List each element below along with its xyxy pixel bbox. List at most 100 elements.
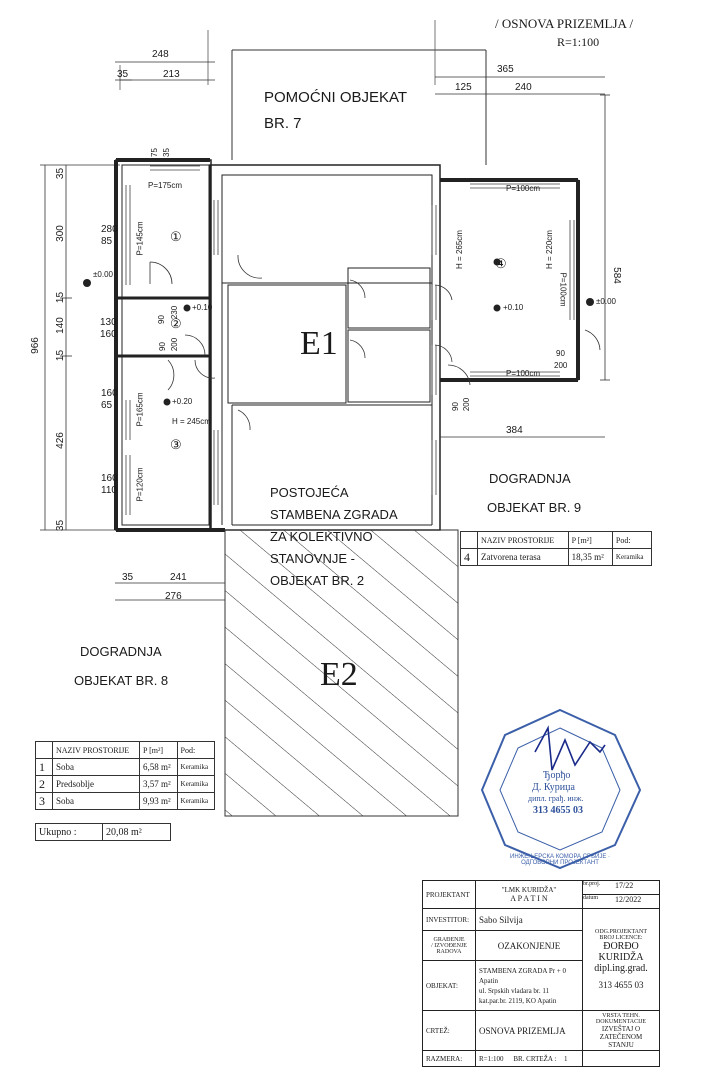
cell-p: 3,57 m² [138, 775, 178, 793]
tb-projektant-value: "LMK KURIDŽA" A P A T I N [475, 880, 583, 909]
dim-door-90c: 90 [556, 349, 565, 358]
table-row: 2 Predsoblje 3,57 m² Keramika [35, 775, 216, 793]
dim-left-15b: 15 [55, 349, 67, 362]
dim-door-90a: 90 [156, 315, 166, 324]
level-010-terrace: +0.10 [503, 303, 524, 312]
tb-razmera-value: R=1:100 [479, 1054, 504, 1063]
dim-top-35: 35 [117, 69, 129, 80]
table-row: Ukupno : 20,08 m² [35, 823, 171, 841]
bottom-dimension-lines [115, 582, 225, 601]
tb-razmera-label: RAZMERA: [422, 1050, 476, 1067]
level-010-hall: +0.10 [192, 303, 213, 312]
cell-naziv: Predsoblje [52, 775, 140, 793]
tb-objekat-l2: Apatin [479, 976, 499, 985]
room-table-main: NAZIV PROSTORIJE P [m²] Pod: 1 Soba 6,58… [35, 741, 216, 810]
dim-top-365: 365 [497, 64, 514, 75]
dim-top-240: 240 [515, 82, 532, 93]
tb-projektant-name: "LMK KURIDŽA" [501, 886, 557, 894]
parapet-145: P=145cm [135, 221, 145, 256]
table-row: 1 Soba 6,58 m² Keramika [35, 758, 216, 776]
room-table-main-header: NAZIV PROSTORIJE P [m²] Pod: [35, 741, 216, 759]
level-000-left: ±0.00 [93, 270, 113, 279]
level-markers [83, 258, 594, 406]
dim-75: 75 [149, 148, 159, 157]
dogradnja8-line1: DOGRADNJA [80, 644, 162, 659]
tb-objekat-l4: kat.par.br. 2119, KO Apatin [479, 996, 557, 1005]
col-pod: Pod: [611, 531, 653, 549]
total-value: 20,08 m² [102, 823, 171, 841]
tb-crtez-label: CRTEŽ: [422, 1010, 476, 1051]
col-naziv: NAZIV PROSTORIJE [477, 531, 569, 549]
tb-vrsta-l3: IZVEŠTAJ O ZATEČENOM [599, 1024, 643, 1041]
col-pod: Pod: [176, 741, 216, 759]
cell-p: 18,35 m² [567, 548, 613, 566]
table-row: 3 Soba 9,93 m² Keramika [35, 792, 216, 810]
stamp-ring-text: ИНЖЕЊЕРСКА КОМОРА СРБИЈЕ · ОДГОВОРНИ ПРО… [510, 854, 610, 866]
parapet-120: P=120cm [135, 467, 145, 502]
dim-door-90d: 90 [450, 402, 460, 411]
parapet-165: P=165cm [135, 392, 145, 427]
title-block: PROJEKTANT "LMK KURIDŽA" A P A T I N br.… [422, 880, 660, 1067]
tb-odg-name1: ĐORĐO [603, 941, 639, 952]
parapet-175: P=175cm [148, 181, 183, 190]
pomocni-objekat-outline [231, 49, 487, 165]
cell-p: 6,58 m² [138, 758, 178, 776]
right-dimension-lines [440, 94, 610, 438]
tb-vrsta-l4: STANJU [608, 1040, 634, 1049]
dim-left-15a: 15 [55, 291, 67, 304]
stamp-line3: дипл. грађ. инж. [528, 794, 584, 803]
postojeca-line4: STANOVNJE - [270, 551, 355, 566]
dim-110: 110 [101, 485, 117, 496]
dim-130: 130 [100, 317, 117, 328]
dim-top-213: 213 [163, 69, 180, 80]
dim-85: 85 [101, 236, 113, 247]
e2-hatched-area [224, 529, 459, 817]
tb-brproj-value: 17/22 [615, 881, 634, 890]
dim-left-35a: 35 [55, 167, 67, 180]
stamp-line1: Ђорђо [543, 770, 571, 781]
tb-gradjenje-label: GRAĐENJE / IZVOĐENJE RADOVA [422, 930, 476, 961]
pomocni-objekat-label: POMOĆNI OBJEKAT [264, 89, 408, 106]
cell-naziv: Soba [52, 758, 140, 776]
room-table-terrace: NAZIV PROSTORIJE P [m²] Pod: 4 Zatvorena… [460, 531, 653, 566]
tb-gradjenje-l1: GRAĐENJE [433, 936, 465, 943]
parapet-100-bottom: P=100cm [506, 369, 541, 378]
dim-160c: 160 [101, 473, 118, 484]
tb-datum-value: 12/2022 [615, 895, 642, 904]
tb-brcrteza-value: 1 [564, 1054, 568, 1063]
dim-left-426: 426 [54, 432, 66, 449]
room-marker-4: ④ [495, 256, 507, 271]
dim-top-125: 125 [455, 82, 472, 93]
sheet-title: / OSNOVA PRIZEMLJA / [495, 16, 634, 31]
pomocni-objekat-number: BR. 7 [264, 115, 302, 132]
total-label: Ukupno : [35, 823, 103, 841]
tb-gradjenje-l3: RADOVA [436, 948, 462, 955]
dim-bottom-276: 276 [165, 591, 182, 602]
tb-projektant-city: A P A T I N [510, 894, 548, 903]
dim-bottom-35: 35 [122, 572, 134, 583]
tb-objekat-l3: ul. Srpskih vladara br. 11 [479, 986, 550, 995]
stamp-line2: Д. Куриџа [532, 782, 575, 793]
engineer-stamp [480, 708, 642, 870]
cell-pod: Keramika [611, 548, 653, 566]
height-220: H = 220cm [544, 230, 554, 269]
dim-160b: 160 [101, 388, 118, 399]
cell-pod: Keramika [176, 775, 216, 793]
dim-35-top: 35 [161, 148, 171, 157]
table-row: 4 Zatvorena terasa 18,35 m² Keramika [460, 548, 653, 566]
dim-door-200b: 200 [554, 361, 568, 370]
room-table-total: Ukupno : 20,08 m² [35, 823, 171, 841]
cell-num: 1 [35, 758, 53, 776]
tb-projektant-label: PROJEKTANT [422, 880, 476, 909]
room-marker-2: ② [170, 316, 182, 331]
level-020: +0.20 [172, 397, 193, 406]
tb-vrsta-l2: DOKUMENTACIJE [595, 1018, 647, 1025]
dim-door-200a: 200 [170, 337, 180, 352]
room-marker-1: ① [170, 229, 182, 244]
door-swings [149, 254, 601, 431]
stamp-line4: 313 4655 03 [533, 805, 583, 816]
col-p: P [m²] [567, 531, 613, 549]
cell-num: 3 [35, 792, 53, 810]
dim-door-200c: 200 [462, 397, 472, 412]
dim-left-35b: 35 [55, 519, 67, 532]
